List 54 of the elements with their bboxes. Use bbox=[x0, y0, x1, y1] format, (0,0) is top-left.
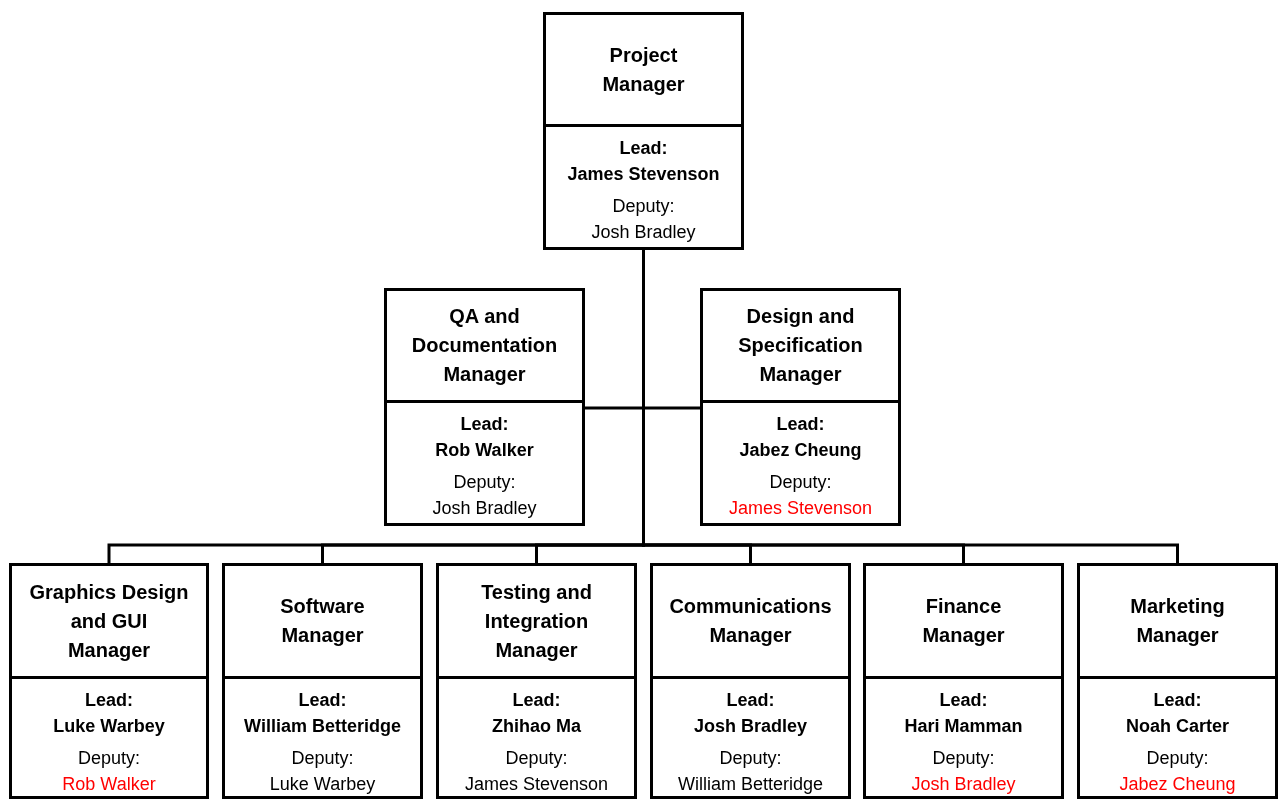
deputy-name: Josh Bradley bbox=[911, 773, 1016, 796]
node-title: QA and Documentation Manager bbox=[410, 304, 559, 387]
deputy-label: Deputy: bbox=[505, 747, 568, 770]
lead-label: Lead: bbox=[726, 689, 775, 712]
role-card bbox=[9, 563, 209, 799]
lead-name: William Betteridge bbox=[244, 715, 401, 738]
lead-label: Lead: bbox=[512, 689, 561, 712]
deputy-label: Deputy: bbox=[453, 471, 516, 494]
node-title: Software Manager bbox=[279, 594, 366, 648]
deputy-name: James Stevenson bbox=[728, 497, 873, 520]
deputy-label: Deputy: bbox=[769, 471, 832, 494]
lead-name: Luke Warbey bbox=[53, 715, 165, 738]
deputy-name: Luke Warbey bbox=[269, 773, 376, 796]
role-card bbox=[543, 12, 744, 250]
role-card bbox=[650, 563, 851, 799]
role-card bbox=[1077, 563, 1278, 799]
lead-name: Noah Carter bbox=[1126, 715, 1229, 738]
node-title: Design and Specification Manager bbox=[737, 304, 864, 387]
lead-label: Lead: bbox=[1153, 689, 1202, 712]
deputy-label: Deputy: bbox=[77, 747, 140, 770]
role-card bbox=[863, 563, 1064, 799]
lead-name: Zhihao Ma bbox=[492, 715, 581, 738]
lead-name: James Stevenson bbox=[567, 163, 720, 186]
deputy-name: William Betteridge bbox=[677, 773, 823, 796]
role-card bbox=[222, 563, 423, 799]
lead-label: Lead: bbox=[85, 689, 133, 712]
node-title: Marketing Manager bbox=[1129, 594, 1226, 648]
lead-name: Rob Walker bbox=[435, 439, 534, 462]
lead-name: Jabez Cheung bbox=[739, 439, 862, 462]
deputy-name: Rob Walker bbox=[62, 773, 156, 796]
lead-label: Lead: bbox=[939, 689, 988, 712]
deputy-name: Jabez Cheung bbox=[1119, 773, 1236, 796]
role-card bbox=[700, 288, 901, 526]
deputy-name: Josh Bradley bbox=[591, 221, 696, 244]
role-card bbox=[384, 288, 585, 526]
node-title: Project Manager bbox=[601, 42, 686, 97]
deputy-label: Deputy: bbox=[719, 747, 782, 770]
role-card bbox=[436, 563, 637, 799]
node-title: Testing and Integration Manager bbox=[480, 579, 593, 663]
lead-name: Josh Bradley bbox=[693, 715, 807, 738]
deputy-label: Deputy: bbox=[1146, 747, 1209, 770]
lead-label: Lead: bbox=[619, 137, 668, 160]
node-title: Communications Manager bbox=[668, 594, 833, 648]
lead-label: Lead: bbox=[460, 413, 509, 436]
node-title: Finance Manager bbox=[921, 594, 1006, 648]
deputy-label: Deputy: bbox=[291, 747, 354, 770]
lead-label: Lead: bbox=[776, 413, 825, 436]
deputy-name: James Stevenson bbox=[464, 773, 609, 796]
deputy-label: Deputy: bbox=[612, 195, 675, 218]
deputy-label: Deputy: bbox=[932, 747, 995, 770]
lead-name: Hari Mamman bbox=[904, 715, 1023, 738]
node-title: Graphics Design and GUI Manager bbox=[28, 579, 190, 663]
lead-label: Lead: bbox=[298, 689, 347, 712]
deputy-name: Josh Bradley bbox=[432, 497, 537, 520]
